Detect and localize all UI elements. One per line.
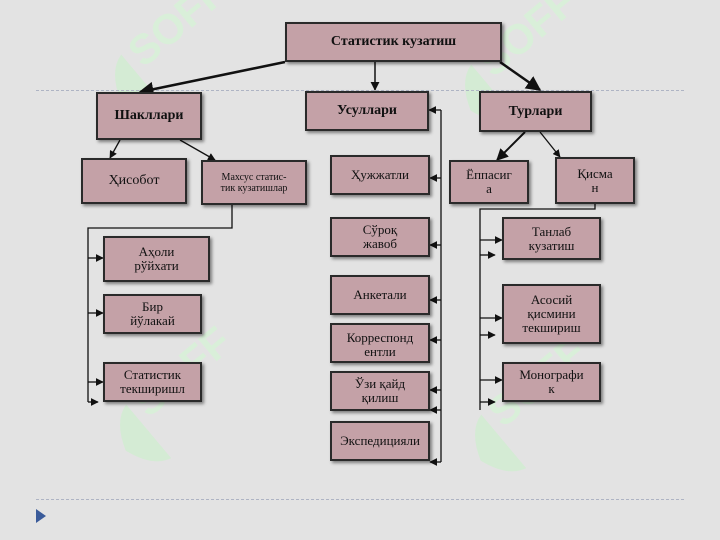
node-continuous: Ёппасиг а [449, 160, 529, 204]
category-forms: Шакллари [96, 92, 202, 140]
top-divider [36, 90, 684, 91]
node-report: Ҳисобот [81, 158, 187, 204]
node-main-part-survey: Асосий қисмини текшириш [502, 284, 601, 344]
node-questionnaire: Анкетали [330, 275, 430, 315]
node-interview: Сўроқ жавоб [330, 217, 430, 257]
node-statistical-survey: Статистик текширишл [103, 362, 202, 402]
node-self-registration: Ўзи қайд қилиш [330, 371, 430, 411]
node-special-observation: Махсус статис- тик кузатишлар [201, 160, 307, 205]
node-one-time: Бир йўлакай [103, 294, 202, 334]
node-monographic: Монографи к [502, 362, 601, 402]
node-expedition: Экспедицияли [330, 421, 430, 461]
node-correspondent: Корреспонд ентли [330, 323, 430, 363]
node-documentary: Ҳужжатли [330, 155, 430, 195]
node-sample-observation: Танлаб кузатиш [502, 217, 601, 260]
bottom-divider [36, 499, 684, 500]
category-types: Турлари [479, 91, 592, 132]
category-methods: Усуллари [305, 91, 429, 131]
root-node: Статистик кузатиш [285, 22, 502, 62]
node-census: Аҳоли рўйхати [103, 236, 210, 282]
play-arrow-icon[interactable] [36, 509, 46, 523]
node-partial: Қисма н [555, 157, 635, 204]
